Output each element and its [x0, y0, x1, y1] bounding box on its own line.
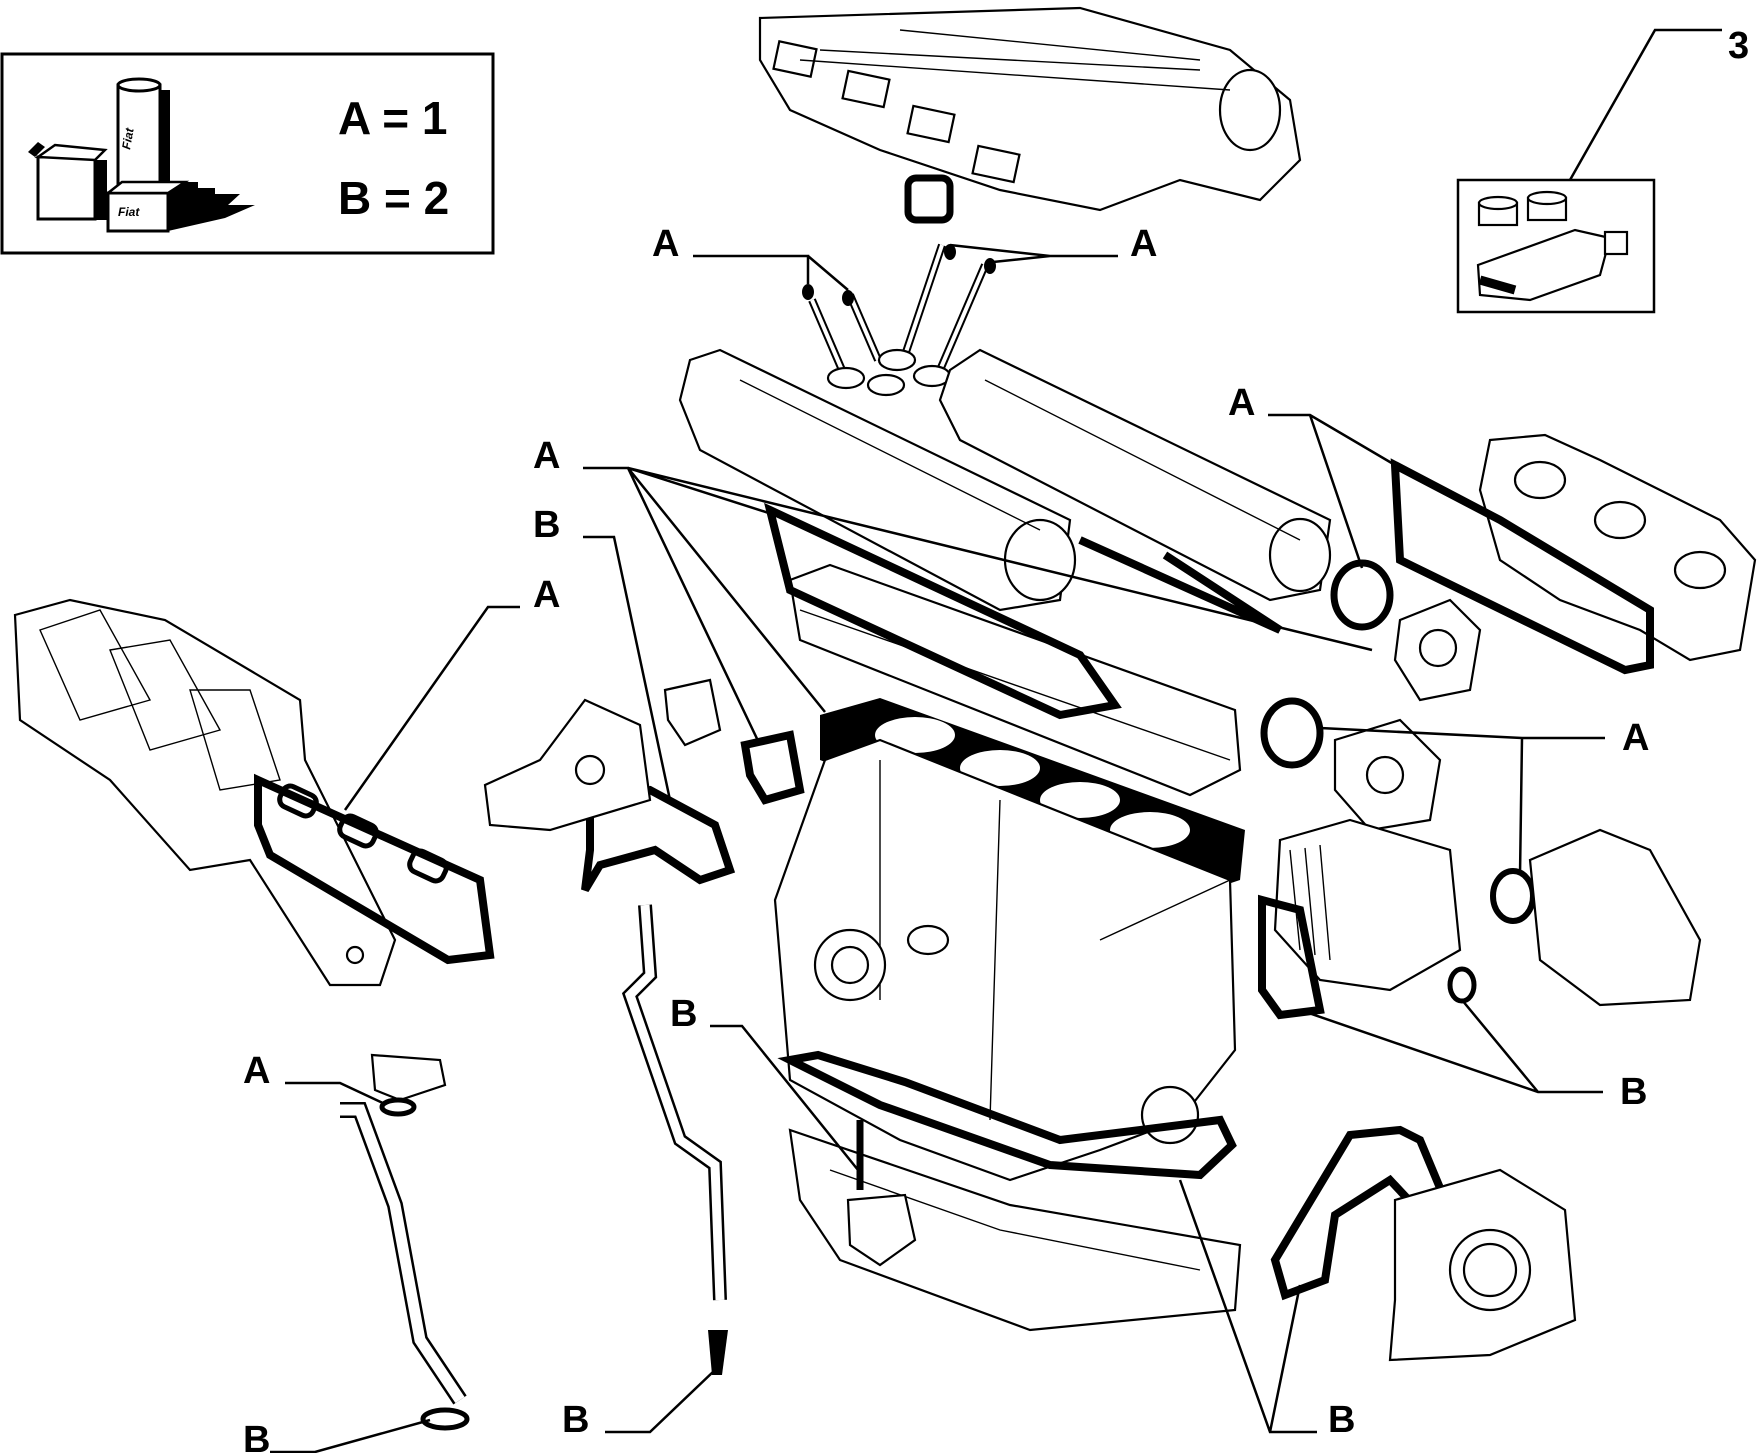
callout-number-3: 3 [1728, 25, 1749, 67]
oil-pan [788, 1128, 1242, 1332]
callout-a-valves-right: A [1130, 223, 1157, 265]
cylinder-head [788, 563, 1242, 797]
coolant-outlet-housing [1528, 828, 1702, 1007]
valve-stem-seals [802, 244, 996, 306]
callout-b-water-pump: B [1620, 1071, 1647, 1113]
cam-cover-gasket-right [1078, 536, 1283, 634]
exhaust-manifold-left [13, 598, 397, 987]
coolant-pipe-o-ring [420, 1407, 470, 1431]
brand-text-top: Fiat [119, 126, 137, 150]
thermostat-body [1333, 718, 1442, 832]
oil-pump [846, 1120, 917, 1267]
thermostat-o-ring [1260, 697, 1324, 769]
water-pump-housing [1393, 598, 1482, 702]
dipstick-tube [624, 904, 725, 1301]
coolant-cap-o-ring [379, 1097, 417, 1117]
callout-a-exhaust-left: A [533, 574, 560, 616]
oil-filter-adapter-gasket [740, 730, 805, 805]
alternator-water-pump [1273, 818, 1462, 992]
exhaust-manifold-gasket-left [254, 773, 495, 965]
engine-block [773, 738, 1237, 1182]
front-cover-gasket [581, 785, 736, 893]
legend-box: Fiat Fiat A = 1 B = 2 [0, 52, 495, 255]
oil-pan-gasket [777, 1050, 1237, 1180]
oil-filter-adapter [663, 678, 722, 747]
callout-a-valves-left: A [652, 223, 679, 265]
callout-b-oil-pump: B [670, 993, 697, 1035]
legend-a-equation: A = 1 [338, 92, 448, 144]
exhaust-manifold-right [1478, 433, 1757, 662]
callout-a-coolant-cap: A [243, 1050, 270, 1092]
coolant-pipe [340, 1104, 465, 1404]
legend-b-equation: B = 2 [338, 172, 449, 224]
leader-lines [270, 243, 1605, 1453]
water-pump-o-ring [1330, 559, 1394, 631]
callout-a-exhaust-right: A [1228, 382, 1255, 424]
callout-a-ancillaries: A [1622, 717, 1649, 759]
callout-b-coolant-pipe: B [243, 1419, 270, 1453]
sealant-kit-callout: 3 [1456, 25, 1749, 314]
rear-main-seal-carrier [1388, 1168, 1577, 1362]
exhaust-gasket-ports-left [277, 783, 449, 884]
intake-manifold [758, 6, 1302, 212]
cam-cover-gasket-left [764, 502, 1122, 720]
front-oil-pump-cover [483, 698, 652, 832]
camshaft-carriers [678, 348, 1332, 612]
callout-b-drain-plug: B [562, 1399, 589, 1441]
coolant-outlet-o-ring [1490, 868, 1536, 924]
throttle-body-gasket [904, 174, 954, 224]
valves [808, 243, 989, 397]
drain-plug [708, 1330, 728, 1375]
callout-b-oil-pan: B [1328, 1399, 1355, 1441]
sealant-kit-icon [1476, 190, 1629, 302]
callout-b-front-cover: B [533, 504, 560, 546]
callout-a-head-gaskets: A [533, 435, 560, 477]
outlet-small-o-ring [1447, 966, 1477, 1004]
kit-boxes-icon: Fiat Fiat [28, 77, 255, 233]
rear-seal-gasket [1270, 1125, 1451, 1301]
callout-letters: A A A A B A A B B A B B B [243, 223, 1649, 1453]
brand-text-bottom: Fiat [118, 205, 140, 219]
water-pump-gasket [1258, 894, 1325, 1020]
exhaust-manifold-gasket-right [1390, 458, 1654, 675]
coolant-pipe-cap [370, 1053, 447, 1102]
